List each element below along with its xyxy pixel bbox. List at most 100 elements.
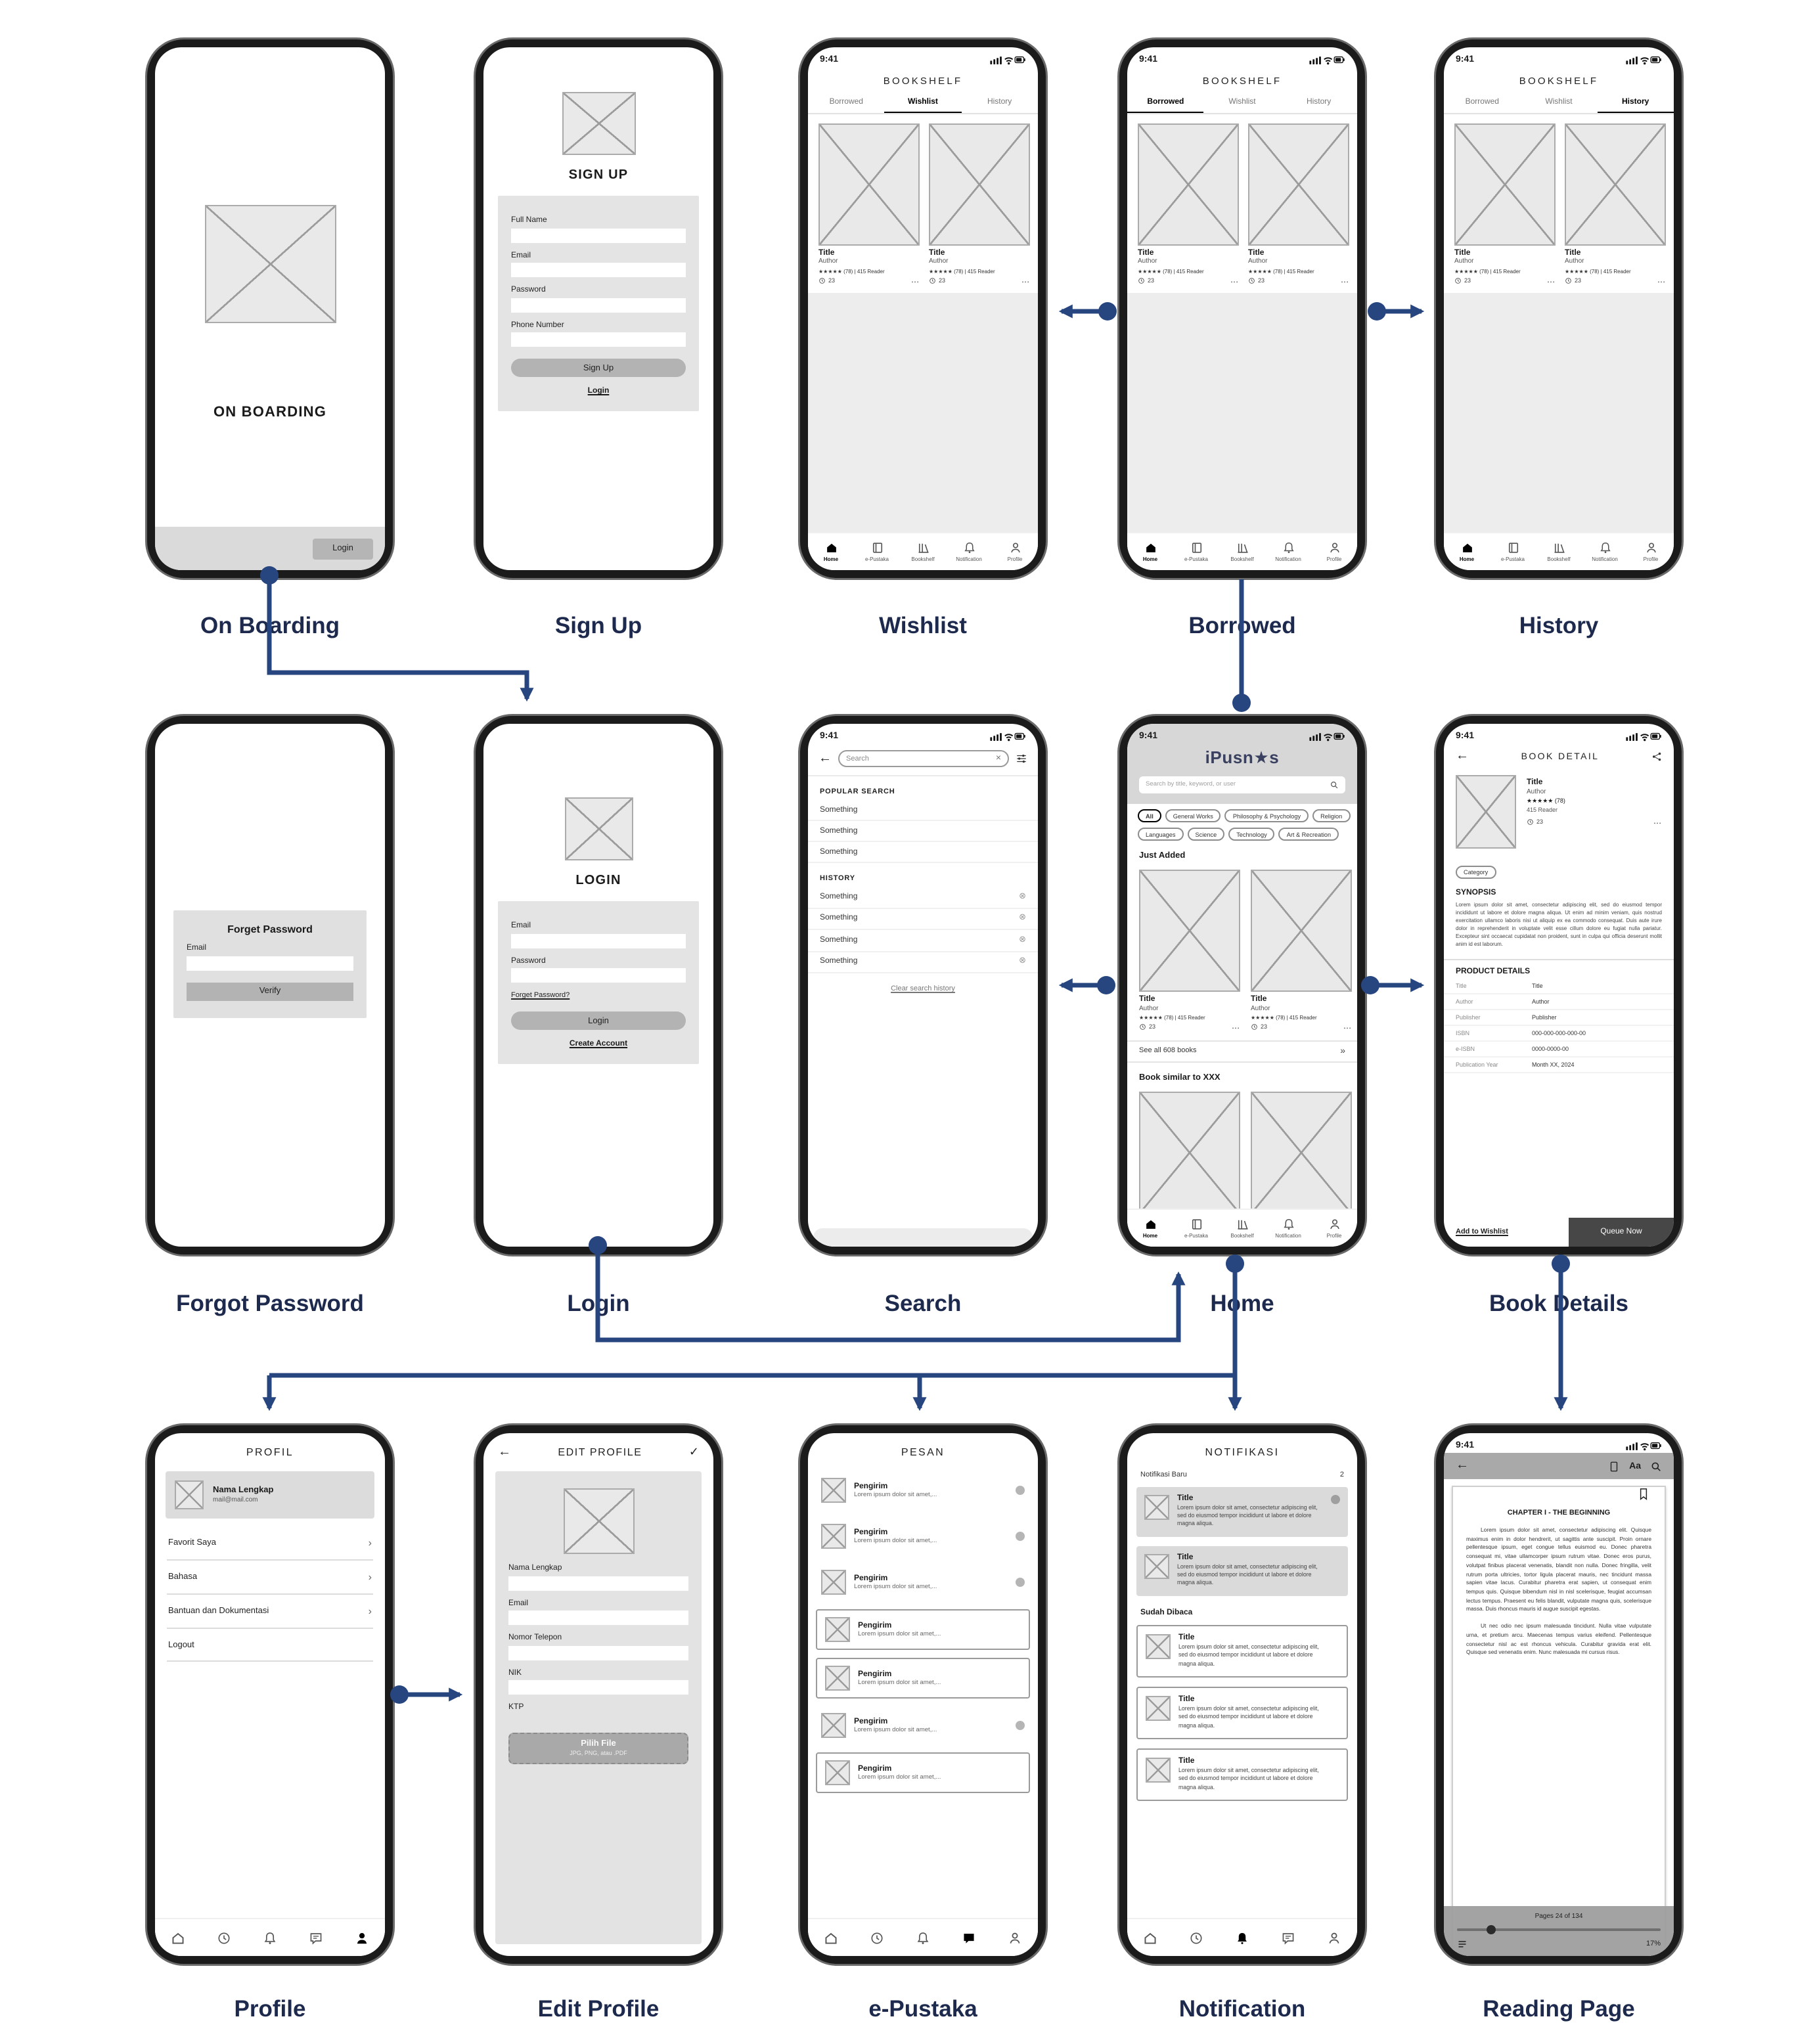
tab-history[interactable]: History — [1306, 99, 1332, 106]
nav-profile[interactable] — [339, 1930, 385, 1945]
email-input[interactable] — [511, 933, 686, 948]
nav-home[interactable]: Home — [1444, 541, 1490, 563]
tab-borrowed[interactable]: Borrowed — [1465, 99, 1499, 106]
chip-philosophy-psychology[interactable]: Philosophy & Psychology — [1224, 809, 1309, 822]
nav-notification[interactable]: Notification — [1265, 1218, 1311, 1239]
table-of-contents-icon[interactable] — [1457, 1939, 1468, 1949]
nav-home[interactable]: Home — [1127, 1218, 1173, 1239]
more-options-button[interactable]: ... — [1230, 277, 1239, 284]
nav-notification[interactable] — [900, 1930, 946, 1945]
menu-item-logout[interactable]: Logout — [167, 1629, 373, 1662]
phone-input[interactable] — [511, 332, 686, 347]
nav-messages[interactable] — [946, 1930, 992, 1945]
remove-history-icon[interactable]: ⊗ — [1019, 935, 1026, 944]
history-item[interactable]: Something⊗ — [808, 908, 1038, 930]
tab-borrowed[interactable]: Borrowed — [1127, 93, 1204, 112]
search-icon[interactable] — [1650, 1460, 1662, 1472]
confirm-icon[interactable]: ✓ — [688, 1445, 699, 1458]
popular-search-item[interactable]: Something — [808, 800, 1038, 821]
more-options-button[interactable]: ... — [1232, 1023, 1240, 1031]
menu-item-language[interactable]: Bahasa› — [167, 1561, 373, 1595]
login-button[interactable]: Login — [313, 538, 373, 559]
more-options-button[interactable]: ... — [1653, 818, 1662, 825]
share-icon[interactable] — [1651, 751, 1662, 762]
fullname-input[interactable] — [511, 228, 686, 242]
nik-input[interactable] — [508, 1680, 688, 1695]
verify-button[interactable]: Verify — [187, 982, 353, 1000]
email-input[interactable] — [187, 956, 353, 970]
nav-bookshelf[interactable]: Bookshelf — [1536, 541, 1582, 563]
back-icon[interactable]: ← — [1456, 749, 1469, 763]
password-input[interactable] — [511, 968, 686, 983]
nav-epustaka[interactable]: e-Pustaka — [854, 541, 900, 563]
book-card[interactable]: Title Author ★★★★★ (78) | 415 Reader 23.… — [1251, 870, 1352, 1031]
nav-notification[interactable]: Notification — [1582, 541, 1628, 563]
tab-wishlist[interactable]: Wishlist — [884, 93, 962, 112]
nav-profile[interactable] — [1311, 1930, 1357, 1945]
create-account-link[interactable]: Create Account — [569, 1040, 628, 1048]
chip-general-works[interactable]: General Works — [1165, 809, 1221, 822]
nav-bookshelf[interactable]: Bookshelf — [900, 541, 946, 563]
clear-input-icon[interactable]: × — [995, 754, 1001, 763]
pick-file-button[interactable]: Pilih File JPG, PNG, atau .PDF — [508, 1733, 688, 1764]
password-input[interactable] — [511, 298, 686, 312]
nav-history[interactable] — [854, 1930, 900, 1945]
tab-wishlist[interactable]: Wishlist — [1228, 99, 1256, 106]
remove-history-icon[interactable]: ⊗ — [1019, 913, 1026, 922]
back-icon[interactable]: ← — [498, 1444, 511, 1459]
search-input[interactable]: Search × — [838, 750, 1009, 767]
chip-technology[interactable]: Technology — [1228, 828, 1275, 841]
book-card[interactable]: Title Author ★★★★★ (78) | 415 Reader 23.… — [1454, 123, 1556, 284]
nav-bookshelf[interactable]: Bookshelf — [1219, 1218, 1265, 1239]
more-options-button[interactable]: ... — [1341, 277, 1349, 284]
name-input[interactable] — [508, 1576, 688, 1590]
nav-messages[interactable] — [293, 1930, 339, 1945]
book-card[interactable]: Title Author ★★★★★ (78) | 415 Reader 23.… — [1248, 123, 1349, 284]
chip-all[interactable]: All — [1138, 809, 1161, 822]
nav-bookshelf[interactable]: Bookshelf — [1219, 541, 1265, 563]
nav-home[interactable]: Home — [1127, 541, 1173, 563]
clear-search-history-link[interactable]: Clear search history — [891, 985, 955, 993]
history-item[interactable]: Something⊗ — [808, 887, 1038, 908]
back-icon[interactable]: ← — [1456, 1458, 1469, 1473]
chip-languages[interactable]: Languages — [1138, 828, 1184, 841]
more-options-button[interactable]: ... — [1547, 277, 1556, 284]
nav-home[interactable] — [1127, 1930, 1173, 1945]
category-chip[interactable]: Category — [1456, 865, 1496, 878]
more-options-button[interactable]: ... — [1021, 277, 1030, 284]
email-input[interactable] — [511, 263, 686, 277]
nav-notification[interactable]: Notification — [1265, 541, 1311, 563]
book-card[interactable]: Title Author ★★★★★ (78) | 415 Reader 23.… — [818, 123, 920, 284]
more-options-button[interactable]: ... — [1657, 277, 1666, 284]
bookmark-icon[interactable] — [1637, 1486, 1650, 1502]
book-card[interactable]: Title Author ★★★★★ (78) | 415 Reader 23.… — [1138, 123, 1239, 284]
chip-art-recreation[interactable]: Art & Recreation — [1278, 828, 1339, 841]
nav-home[interactable] — [155, 1930, 201, 1945]
back-icon[interactable]: ← — [818, 751, 832, 765]
nav-epustaka[interactable]: e-Pustaka — [1173, 541, 1219, 563]
book-card[interactable]: Title Author ★★★★★ (78) | 415 Reader 23.… — [929, 123, 1030, 284]
search-input[interactable]: Search by title, keyword, or user — [1139, 776, 1345, 793]
see-all-books-row[interactable]: See all 608 books » — [1127, 1040, 1357, 1062]
tab-history[interactable]: History — [1597, 93, 1674, 112]
slider-knob[interactable] — [1487, 1925, 1496, 1934]
nav-notification[interactable]: Notification — [946, 541, 992, 563]
tab-history[interactable]: History — [987, 99, 1012, 106]
signup-button[interactable]: Sign Up — [511, 359, 686, 377]
tab-wishlist[interactable]: Wishlist — [1545, 99, 1573, 106]
menu-item-favorites[interactable]: Favorit Saya› — [167, 1526, 373, 1561]
history-item[interactable]: Something⊗ — [808, 952, 1038, 973]
popular-search-item[interactable]: Something — [808, 842, 1038, 863]
progress-slider[interactable] — [1457, 1925, 1661, 1934]
nav-profile[interactable]: Profile — [1628, 541, 1674, 563]
more-options-button[interactable]: ... — [911, 277, 920, 284]
